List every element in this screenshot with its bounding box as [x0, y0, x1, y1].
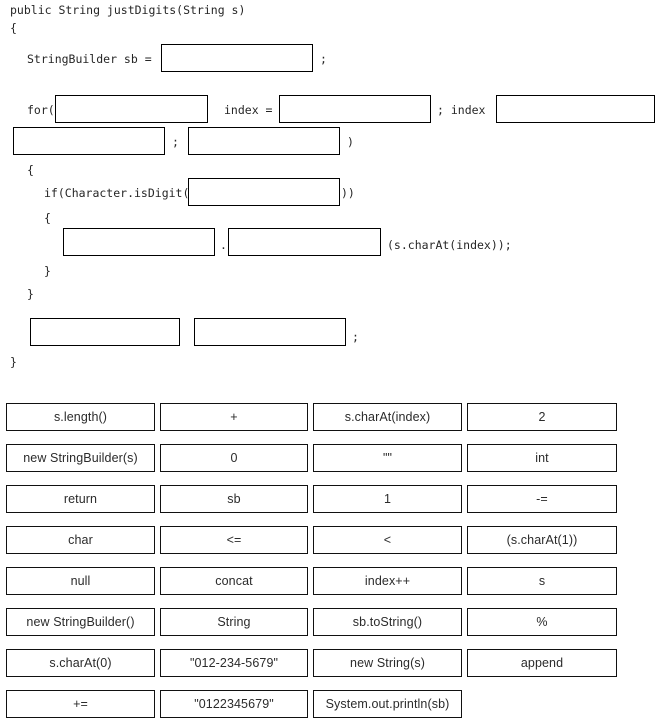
answer-tile[interactable]: char [6, 526, 155, 554]
answer-tile[interactable]: return [6, 485, 155, 513]
blank-return-keyword[interactable] [30, 318, 180, 346]
answer-tile[interactable]: 0 [160, 444, 308, 472]
answer-tile[interactable]: new String(s) [313, 649, 462, 677]
code-text-8: ) [347, 135, 354, 149]
answer-tile[interactable]: <= [160, 526, 308, 554]
code-text-1: { [10, 21, 17, 35]
answer-tile[interactable]: append [467, 649, 617, 677]
code-text-15: } [44, 264, 51, 278]
code-snippet-area: public String justDigits(String s) { Strin… [10, 3, 655, 369]
answer-tile[interactable]: -= [467, 485, 617, 513]
answer-tile[interactable]: += [6, 690, 155, 718]
answer-tile[interactable]: int [467, 444, 617, 472]
blank-for-compare-op[interactable] [496, 95, 655, 123]
answer-tile[interactable]: s.charAt(0) [6, 649, 155, 677]
answer-tile[interactable]: 2 [467, 403, 617, 431]
code-text-9: { [27, 163, 34, 177]
blank-for-limit[interactable] [13, 127, 165, 155]
answer-tile[interactable]: "" [313, 444, 462, 472]
answer-bank-grid: s.length()+s.charAt(index)2 new StringBui… [0, 395, 659, 727]
code-text-16: } [27, 287, 34, 301]
answer-tile[interactable]: new StringBuilder() [6, 608, 155, 636]
answer-tile[interactable]: s.charAt(index) [313, 403, 462, 431]
answer-tile[interactable]: "0122345679" [160, 690, 308, 718]
answer-tile[interactable]: String [160, 608, 308, 636]
answer-tile[interactable]: s.length() [6, 403, 155, 431]
code-text-2: StringBuilder sb = [27, 52, 152, 66]
code-text-12: { [44, 211, 51, 225]
blank-for-update[interactable] [188, 127, 340, 155]
code-text-5: index = [224, 103, 273, 117]
answer-tile[interactable]: System.out.println(sb) [313, 690, 462, 718]
code-text-18: } [10, 355, 17, 369]
code-text-4: for( [27, 103, 55, 117]
blank-return-value[interactable] [194, 318, 346, 346]
blank-for-type[interactable] [55, 95, 208, 123]
answer-tile[interactable]: sb.toString() [313, 608, 462, 636]
code-text-7: ; [172, 135, 179, 149]
code-text-13: . [220, 238, 227, 252]
code-text-11: )) [341, 186, 355, 200]
blank-for-init[interactable] [279, 95, 431, 123]
blank-isdigit-arg[interactable] [188, 178, 340, 206]
code-text-14: (s.charAt(index)); [387, 238, 512, 252]
code-text-3: ; [320, 52, 327, 66]
answer-tile[interactable]: new StringBuilder(s) [6, 444, 155, 472]
answer-tile[interactable]: "012-234-5679" [160, 649, 308, 677]
answer-tile[interactable]: sb [160, 485, 308, 513]
code-text-17: ; [352, 330, 359, 344]
answer-tile[interactable]: index++ [313, 567, 462, 595]
answer-tile[interactable]: + [160, 403, 308, 431]
code-text-10: if(Character.isDigit( [44, 186, 190, 200]
answer-tile[interactable]: (s.charAt(1)) [467, 526, 617, 554]
answer-tile[interactable]: concat [160, 567, 308, 595]
blank-method-name[interactable] [228, 228, 381, 256]
blank-stringbuilder-init[interactable] [161, 44, 313, 72]
blank-target-object[interactable] [63, 228, 215, 256]
answer-tile[interactable]: s [467, 567, 617, 595]
answer-tile[interactable]: < [313, 526, 462, 554]
code-text-0: public String justDigits(String s) [10, 3, 246, 17]
code-text-6: ; index [437, 103, 486, 117]
answer-tile[interactable]: % [467, 608, 617, 636]
answer-tile[interactable]: 1 [313, 485, 462, 513]
answer-tile[interactable]: null [6, 567, 155, 595]
